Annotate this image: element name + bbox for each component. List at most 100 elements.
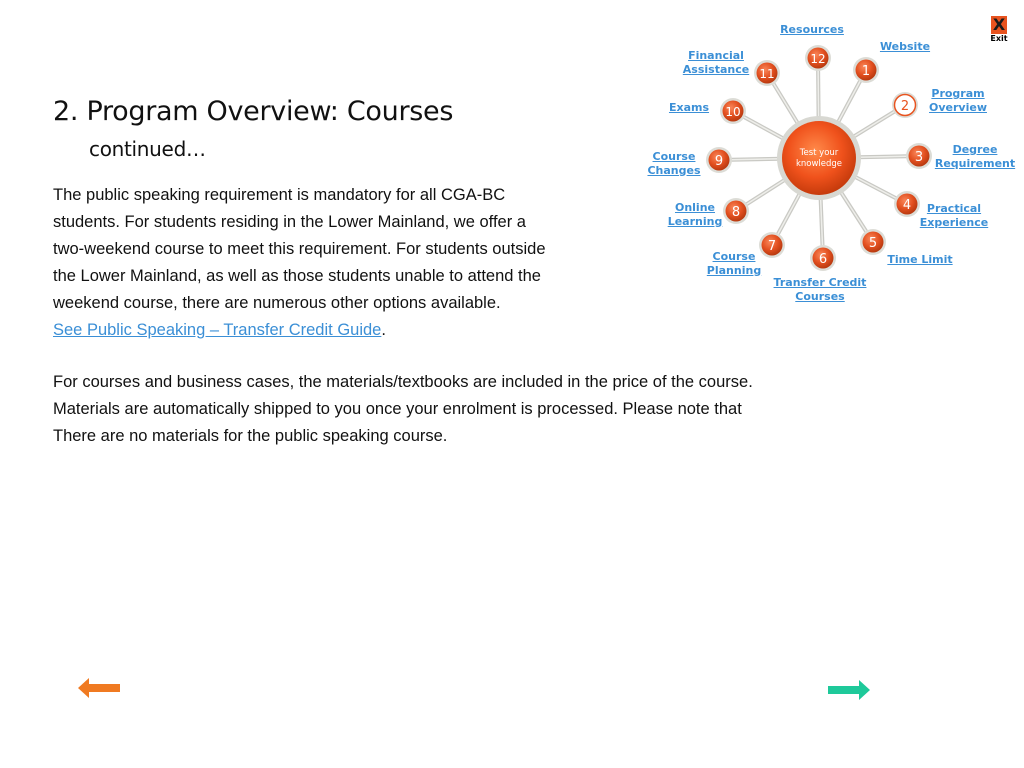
wheel-spoke-highlight bbox=[818, 155, 920, 159]
node-circle bbox=[908, 145, 930, 167]
node-circle bbox=[812, 247, 834, 269]
wheel-spoke bbox=[765, 71, 821, 160]
wheel-spoke-highlight bbox=[735, 157, 820, 212]
node-ring bbox=[759, 232, 785, 258]
wheel-node-6[interactable]: 6 bbox=[810, 245, 836, 271]
para1-line: two-weekend course to meet this requirem… bbox=[53, 240, 546, 258]
node-number: 2 bbox=[901, 99, 909, 114]
node-number: 6 bbox=[819, 252, 827, 267]
wheel-spoke bbox=[816, 57, 821, 159]
wheel-node-8[interactable]: 8 bbox=[723, 198, 749, 224]
wheel-spoke bbox=[718, 156, 820, 162]
wheel-node-4[interactable]: 4 bbox=[894, 191, 920, 217]
node-circle bbox=[807, 47, 829, 69]
wheel-link-10[interactable]: Exams bbox=[668, 101, 710, 114]
transfer-credit-guide-link[interactable]: See Public Speaking – Transfer Credit Gu… bbox=[53, 321, 382, 339]
para2-line: There are no materials for the public sp… bbox=[53, 427, 448, 445]
node-number: 7 bbox=[768, 239, 776, 254]
wheel-spoke bbox=[818, 156, 908, 206]
wheel-spoke-highlight bbox=[718, 157, 820, 161]
para2-line: Materials are automatically shipped to y… bbox=[53, 400, 742, 418]
materials-paragraph: For courses and business cases, the mate… bbox=[53, 369, 873, 450]
exit-button[interactable]: X Exit bbox=[988, 16, 1010, 46]
wheel-node-11[interactable]: 11 bbox=[754, 60, 780, 86]
node-circle bbox=[893, 93, 917, 117]
node-circle bbox=[761, 234, 783, 256]
public-speaking-paragraph: The public speaking requirement is manda… bbox=[53, 182, 633, 344]
para1-line: weekend course, there are numerous other… bbox=[53, 294, 501, 312]
wheel-spoke-highlight bbox=[771, 157, 820, 246]
node-circle bbox=[725, 200, 747, 222]
back-arrow-icon[interactable] bbox=[76, 676, 122, 700]
node-number: 8 bbox=[732, 205, 740, 220]
node-circle bbox=[722, 100, 744, 122]
next-arrow-icon[interactable] bbox=[826, 678, 872, 702]
node-circle bbox=[756, 62, 778, 84]
node-number: 10 bbox=[725, 105, 740, 119]
link-suffix: . bbox=[381, 321, 386, 339]
exit-label: Exit bbox=[990, 34, 1008, 43]
wheel-node-10[interactable]: 10 bbox=[720, 98, 746, 124]
node-ring bbox=[706, 147, 732, 173]
wheel-node-12[interactable]: 12 bbox=[805, 45, 831, 71]
wheel-spoke bbox=[770, 157, 821, 246]
wheel-spoke bbox=[732, 109, 820, 160]
wheel-link-12[interactable]: Resources bbox=[780, 23, 844, 36]
node-number: 11 bbox=[759, 67, 774, 81]
node-ring bbox=[754, 60, 780, 86]
node-ring bbox=[723, 198, 749, 224]
wheel-spoke-highlight bbox=[732, 110, 820, 159]
wheel-node-3[interactable]: 3 bbox=[906, 143, 932, 169]
wheel-link-1[interactable]: Website bbox=[879, 40, 931, 53]
hub-ring bbox=[777, 116, 861, 200]
wheel-spoke-highlight bbox=[766, 72, 820, 159]
node-circle bbox=[855, 59, 877, 81]
para1-line: The public speaking requirement is manda… bbox=[53, 186, 506, 204]
node-number: 5 bbox=[869, 236, 877, 251]
wheel-spoke-highlight bbox=[818, 69, 867, 159]
hub-label-line2: knowledge bbox=[796, 159, 842, 169]
wheel-node-7[interactable]: 7 bbox=[759, 232, 785, 258]
node-ring bbox=[853, 57, 879, 83]
node-circle bbox=[708, 149, 730, 171]
wheel-spoke-highlight bbox=[818, 157, 824, 259]
node-ring bbox=[894, 191, 920, 217]
node-number: 1 bbox=[862, 64, 870, 79]
wheel-node-2[interactable]: 2 bbox=[892, 92, 918, 118]
wheel-spoke bbox=[817, 69, 868, 159]
node-number: 4 bbox=[903, 198, 911, 213]
page-subtitle: continued… bbox=[89, 137, 206, 161]
node-ring bbox=[906, 143, 932, 169]
wheel-node-9[interactable]: 9 bbox=[706, 147, 732, 173]
wheel-node-1[interactable]: 1 bbox=[853, 57, 879, 83]
wheel-spoke bbox=[818, 154, 920, 160]
wheel-spoke bbox=[734, 156, 821, 213]
node-number: 9 bbox=[715, 154, 723, 169]
wheel-spoke-highlight bbox=[818, 104, 906, 159]
test-knowledge-hub bbox=[782, 121, 856, 195]
para1-line: students. For students residing in the L… bbox=[53, 213, 526, 231]
wheel-spoke-highlight bbox=[818, 157, 874, 243]
wheel-link-5[interactable]: Time Limit bbox=[887, 253, 953, 266]
wheel-spoke-highlight bbox=[817, 57, 820, 159]
node-circle bbox=[896, 193, 918, 215]
node-ring bbox=[805, 45, 831, 71]
node-ring bbox=[860, 229, 886, 255]
para1-line: the Lower Mainland, as well as those stu… bbox=[53, 267, 541, 285]
wheel-node-5[interactable]: 5 bbox=[860, 229, 886, 255]
wheel-spoke bbox=[817, 157, 825, 259]
link-line: See Public Speaking – Transfer Credit Gu… bbox=[53, 317, 633, 344]
node-ring bbox=[720, 98, 746, 124]
node-number: 12 bbox=[810, 52, 825, 66]
page-title: 2. Program Overview: Courses bbox=[53, 96, 454, 127]
hub-label-line1: Test your bbox=[799, 148, 839, 158]
